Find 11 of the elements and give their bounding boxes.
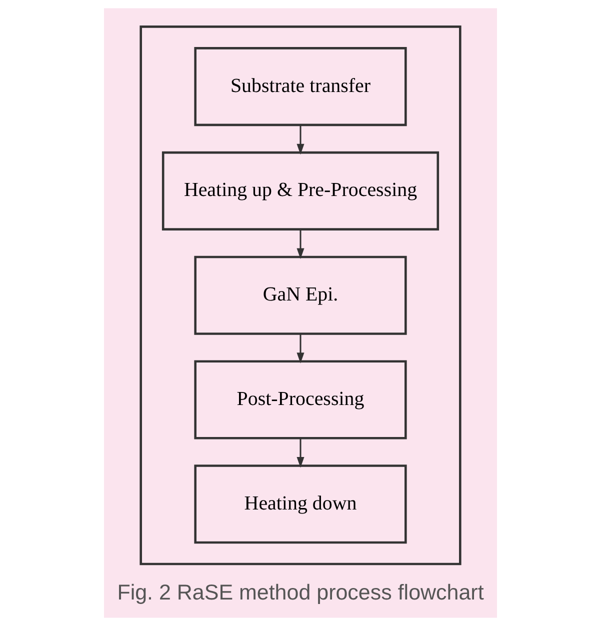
arrow [296,230,304,259]
arrow [296,438,304,468]
arrow [296,334,304,364]
cluster [139,26,461,566]
node-box: Substrate transfer [194,47,406,126]
node-box: Heating up & Pre-Processing [161,151,439,230]
node-box: Heating down [194,464,406,544]
arrow [296,125,304,155]
node-box: GaN Epi. [194,256,406,335]
node-box: Post-Processing [194,360,406,440]
caption: Fig. 2 RaSE method process flowchart [116,580,484,605]
